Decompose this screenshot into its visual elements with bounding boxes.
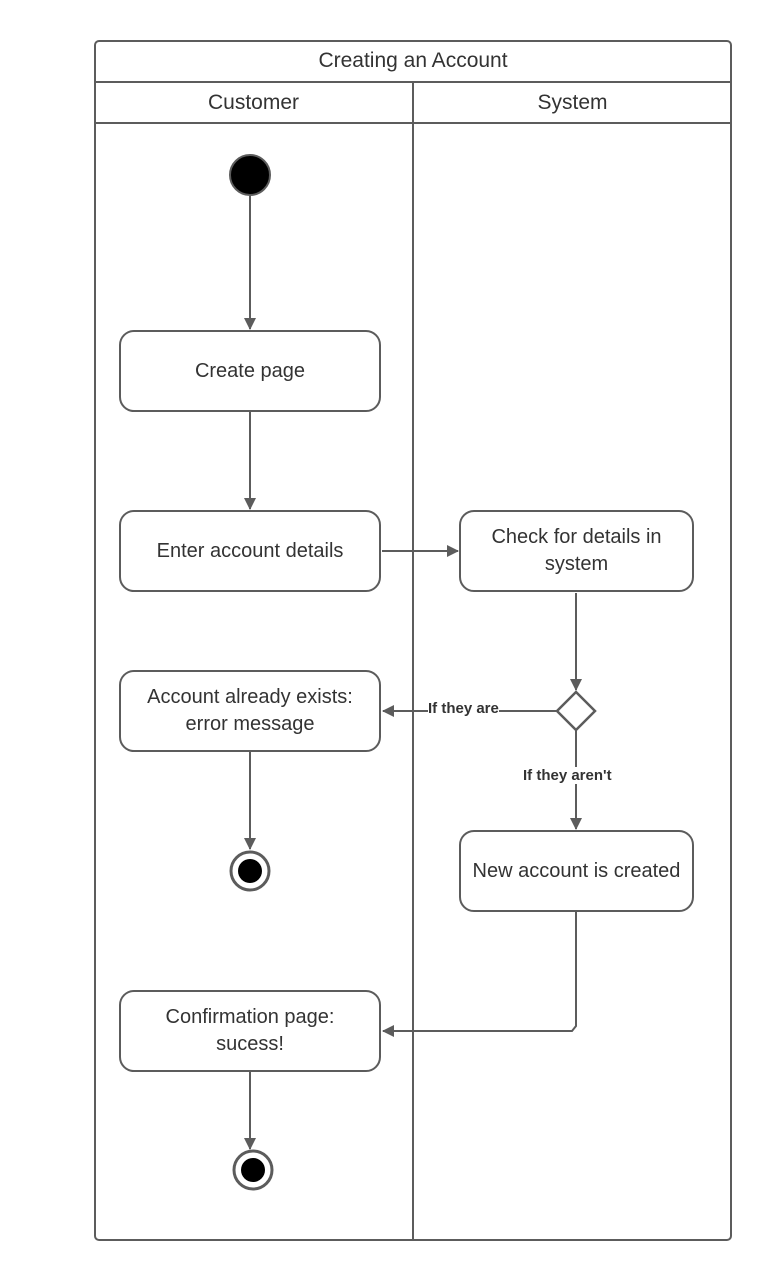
node-create-page: Create page bbox=[119, 330, 381, 412]
lane-header-system: System bbox=[537, 91, 608, 114]
node-new-account: New account is created bbox=[459, 830, 694, 912]
lane-divider bbox=[412, 82, 414, 1241]
node-account-exists: Account already exists: error message bbox=[119, 670, 381, 752]
node-enter-account-details: Enter account details bbox=[119, 510, 381, 592]
end-node-success bbox=[232, 1149, 274, 1191]
edge-new-to-confirmation bbox=[382, 912, 577, 1037]
diagram-title: Creating an Account bbox=[318, 49, 508, 72]
decision-diamond bbox=[555, 690, 597, 732]
lane-header-customer: Customer bbox=[207, 91, 300, 114]
edge-label-if-they-are: If they are bbox=[428, 700, 499, 717]
end-node-error bbox=[229, 850, 271, 892]
node-confirmation-page: Confirmation page: sucess! bbox=[119, 990, 381, 1072]
node-check-details: Check for details in system bbox=[459, 510, 694, 592]
start-node bbox=[229, 154, 271, 196]
edge-label-if-they-arent: If they aren't bbox=[523, 767, 612, 784]
